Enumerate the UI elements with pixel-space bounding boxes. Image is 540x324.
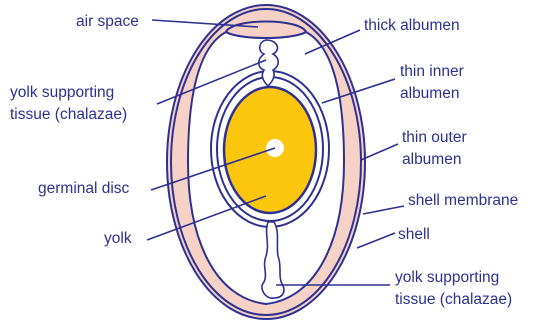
- label-germinal-disc: germinal disc: [38, 180, 130, 197]
- label-yolk-support-bottom-1: yolk supporting: [395, 269, 499, 286]
- label-thin-inner-albumen-1: thin inner: [400, 63, 464, 80]
- leader-shell-membrane: [363, 206, 404, 214]
- label-thin-inner-albumen-2: albumen: [400, 85, 459, 102]
- label-yolk-support-bottom-2: tissue (chalazae): [395, 291, 512, 308]
- label-air-space: air space: [76, 13, 139, 30]
- label-yolk: yolk: [104, 230, 132, 247]
- label-shell: shell: [398, 226, 430, 243]
- label-thin-outer-albumen-2: albumen: [402, 151, 461, 168]
- label-thin-outer-albumen-1: thin outer: [402, 129, 467, 146]
- leader-thin-outer-albumen: [361, 144, 398, 160]
- label-yolk-support-top-1: yolk supporting: [10, 84, 114, 101]
- air-space: [226, 22, 306, 39]
- label-yolk-support-top-2: tissue (chalazae): [10, 106, 127, 123]
- label-shell-membrane: shell membrane: [408, 192, 518, 209]
- leader-shell: [357, 233, 395, 248]
- label-thick-albumen: thick albumen: [364, 17, 460, 34]
